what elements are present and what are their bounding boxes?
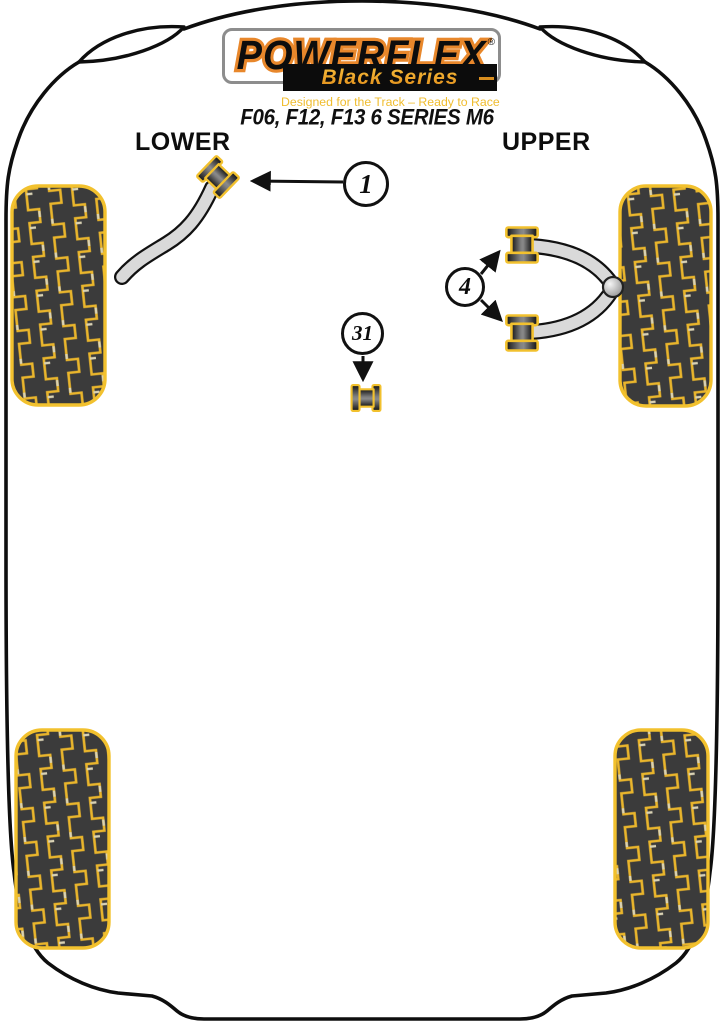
upper-wishbone-front-bush bbox=[505, 226, 539, 264]
black-series-label: Black Series bbox=[321, 65, 459, 89]
tire-front-left bbox=[10, 184, 107, 407]
tire-rear-right bbox=[613, 728, 710, 950]
ball-joint bbox=[601, 275, 625, 299]
callout-1-arrow bbox=[249, 170, 344, 192]
upper-wishbone bbox=[505, 226, 625, 352]
model-title: F06, F12, F13 6 SERIES M6 bbox=[240, 105, 494, 130]
tire-front-right bbox=[618, 184, 713, 408]
black-series-banner: Black Series bbox=[283, 64, 497, 91]
upper-label: UPPER bbox=[502, 128, 591, 156]
right-mirror-icon bbox=[538, 24, 647, 64]
tires bbox=[10, 184, 713, 950]
registered-trademark-icon: ® bbox=[487, 37, 495, 48]
callout-1-badge: 1 bbox=[343, 161, 389, 207]
callout-arrows bbox=[249, 170, 503, 383]
centre-bush bbox=[350, 384, 382, 412]
upper-wishbone-rear-bush bbox=[505, 314, 539, 352]
tire-rear-left bbox=[14, 728, 111, 950]
callout-4-arrow-rear bbox=[479, 298, 503, 322]
lower-control-arm bbox=[114, 154, 241, 285]
lower-label: LOWER bbox=[135, 128, 231, 156]
left-mirror-icon bbox=[77, 24, 186, 64]
car-body-outline bbox=[4, 0, 720, 1021]
callout-31-badge: 31 bbox=[341, 312, 384, 355]
banner-dash bbox=[479, 77, 494, 80]
callout-4-badge: 4 bbox=[445, 267, 485, 307]
brand-tagline: Designed for the Track – Ready to Race bbox=[281, 95, 500, 109]
callout-4-arrow-front bbox=[479, 249, 501, 275]
windscreen-arc bbox=[182, 0, 542, 31]
